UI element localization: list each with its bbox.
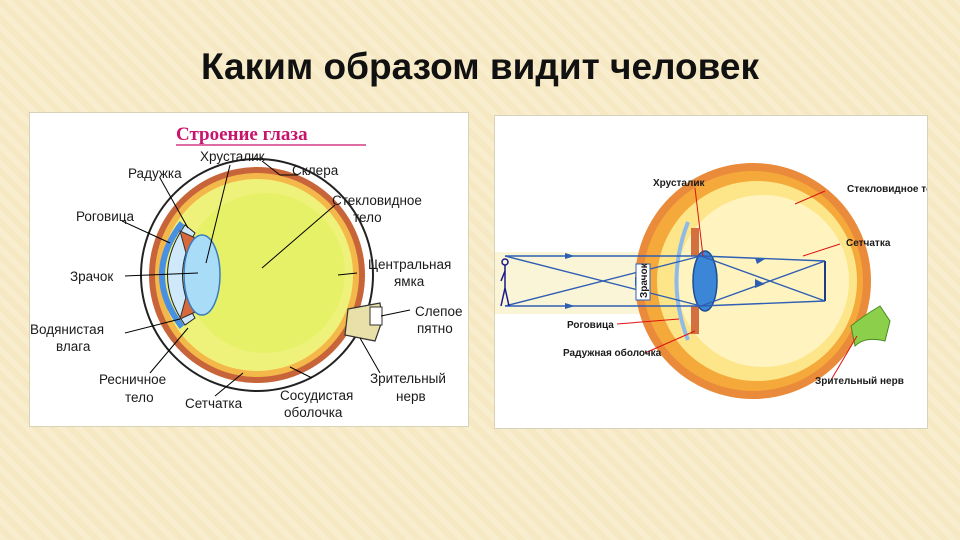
label-optic-nerve-2: нерв	[396, 389, 426, 404]
person-figure	[500, 258, 510, 307]
label-pupil: Зрачок	[639, 262, 650, 298]
label-ciliary-2: тело	[125, 390, 154, 405]
eyeball-section	[635, 163, 871, 399]
light-path-panel: Зрачок Хрусталик Стекловидное тело Сетча…	[494, 115, 928, 429]
light-path-diagram: Зрачок Хрусталик Стекловидное тело Сетча…	[495, 163, 927, 399]
cornea	[674, 221, 690, 341]
label-blind-spot: Слепое	[415, 304, 462, 319]
iris	[691, 228, 699, 256]
label-choroid: Сосудистая	[280, 388, 353, 403]
lens	[183, 234, 221, 316]
label-optic-nerve: Зрительный нерв	[815, 376, 904, 387]
eye-structure-title: Строение глаза	[176, 124, 308, 145]
label-fovea-2: ямка	[394, 274, 425, 289]
label-vitreous: Стекловидное	[332, 193, 422, 208]
label-iris: Радужная оболочка	[563, 347, 662, 359]
label-sclera: Склера	[292, 163, 339, 178]
label-blind-spot-2: пятно	[417, 321, 453, 336]
label-retina: Сетчатка	[846, 238, 891, 249]
label-cornea: Роговица	[567, 320, 614, 331]
slide-title: Каким образом видит человек	[201, 46, 759, 87]
eye-structure-panel: Строение глаза Хрусталик Радужка Склера	[29, 112, 469, 427]
optic-nerve	[850, 305, 891, 348]
label-pupil: Зрачок	[70, 269, 113, 284]
lens	[692, 250, 718, 312]
label-choroid-2: оболочка	[284, 405, 343, 420]
cornea	[159, 221, 185, 329]
label-iris: Радужка	[128, 166, 182, 181]
eyeball	[140, 158, 374, 392]
label-lens: Хрусталик	[653, 178, 705, 189]
label-optic-nerve: Зрительный	[370, 371, 446, 386]
label-fovea: Центральная	[368, 257, 451, 272]
label-cornea: Роговица	[76, 209, 134, 224]
label-aqueous-2: влага	[56, 339, 91, 354]
label-retina: Сетчатка	[185, 396, 243, 411]
label-vitreous-2: тело	[353, 210, 382, 225]
label-vitreous: Стекловидное тело	[847, 184, 927, 195]
label-ciliary: Ресничное	[99, 372, 166, 387]
label-lens: Хрусталик	[200, 149, 265, 164]
label-aqueous: Водянистая	[30, 322, 104, 337]
eye-structure-diagram: Строение глаза Хрусталик Радужка Склера	[30, 124, 462, 420]
